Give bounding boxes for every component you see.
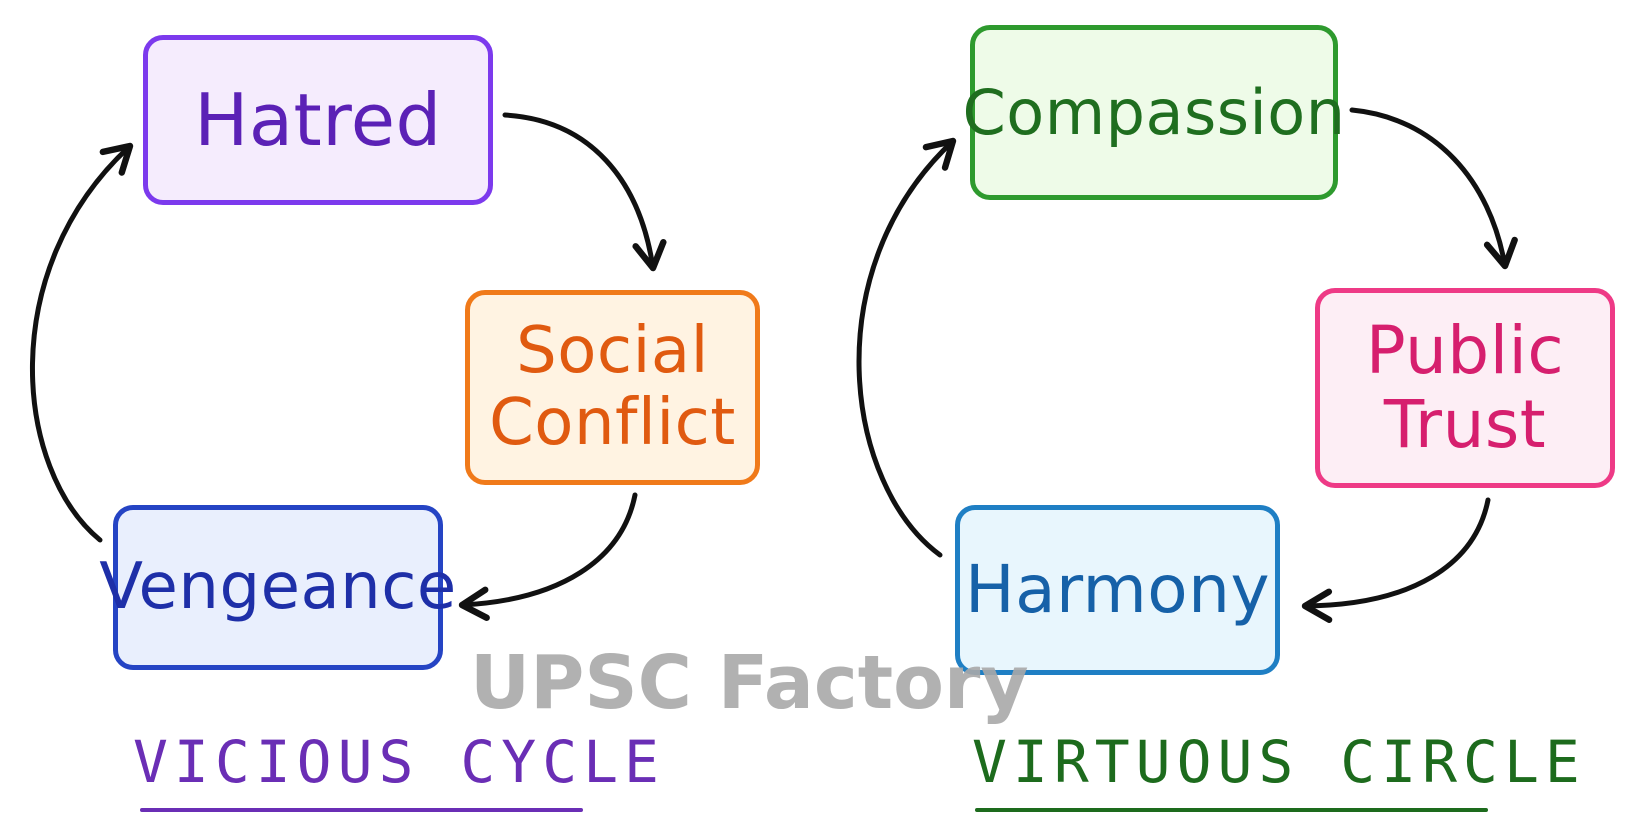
arrow-compassion-to-trust [1349,107,1518,270]
hatred-node: Hatred [143,35,493,205]
public-trust-node: Public Trust [1315,288,1615,488]
arrow-harmony-to-compassion [856,137,957,558]
public-trust-label: Public Trust [1365,312,1565,463]
vengeance-node: Vengeance [99,505,456,670]
arrow-trust-to-harmony [1301,497,1491,623]
vengeance-label: Vengeance [99,549,457,624]
harmony-node: Harmony [955,505,1280,675]
hatred-label: Hatred [194,77,442,162]
social-conflict-label: Social Conflict [489,313,736,460]
virtuous-circle-title: VIRTUOUS CIRCLE [972,728,1586,796]
arrow-conflict-to-vengeance [458,492,638,621]
vicious-cycle-title: VICIOUS CYCLE [133,728,665,796]
harmony-label: Harmony [964,551,1271,629]
compassion-node: Compassion [962,25,1345,200]
virtuous-circle-underline [975,808,1488,812]
watermark-text: UPSC Factory [470,640,1029,726]
social-conflict-node: Social Conflict [465,290,760,485]
arrow-vengeance-to-hatred [29,142,134,543]
compassion-label: Compassion [962,75,1346,149]
vicious-cycle-underline [140,808,583,812]
arrow-hatred-to-conflict [502,112,667,272]
